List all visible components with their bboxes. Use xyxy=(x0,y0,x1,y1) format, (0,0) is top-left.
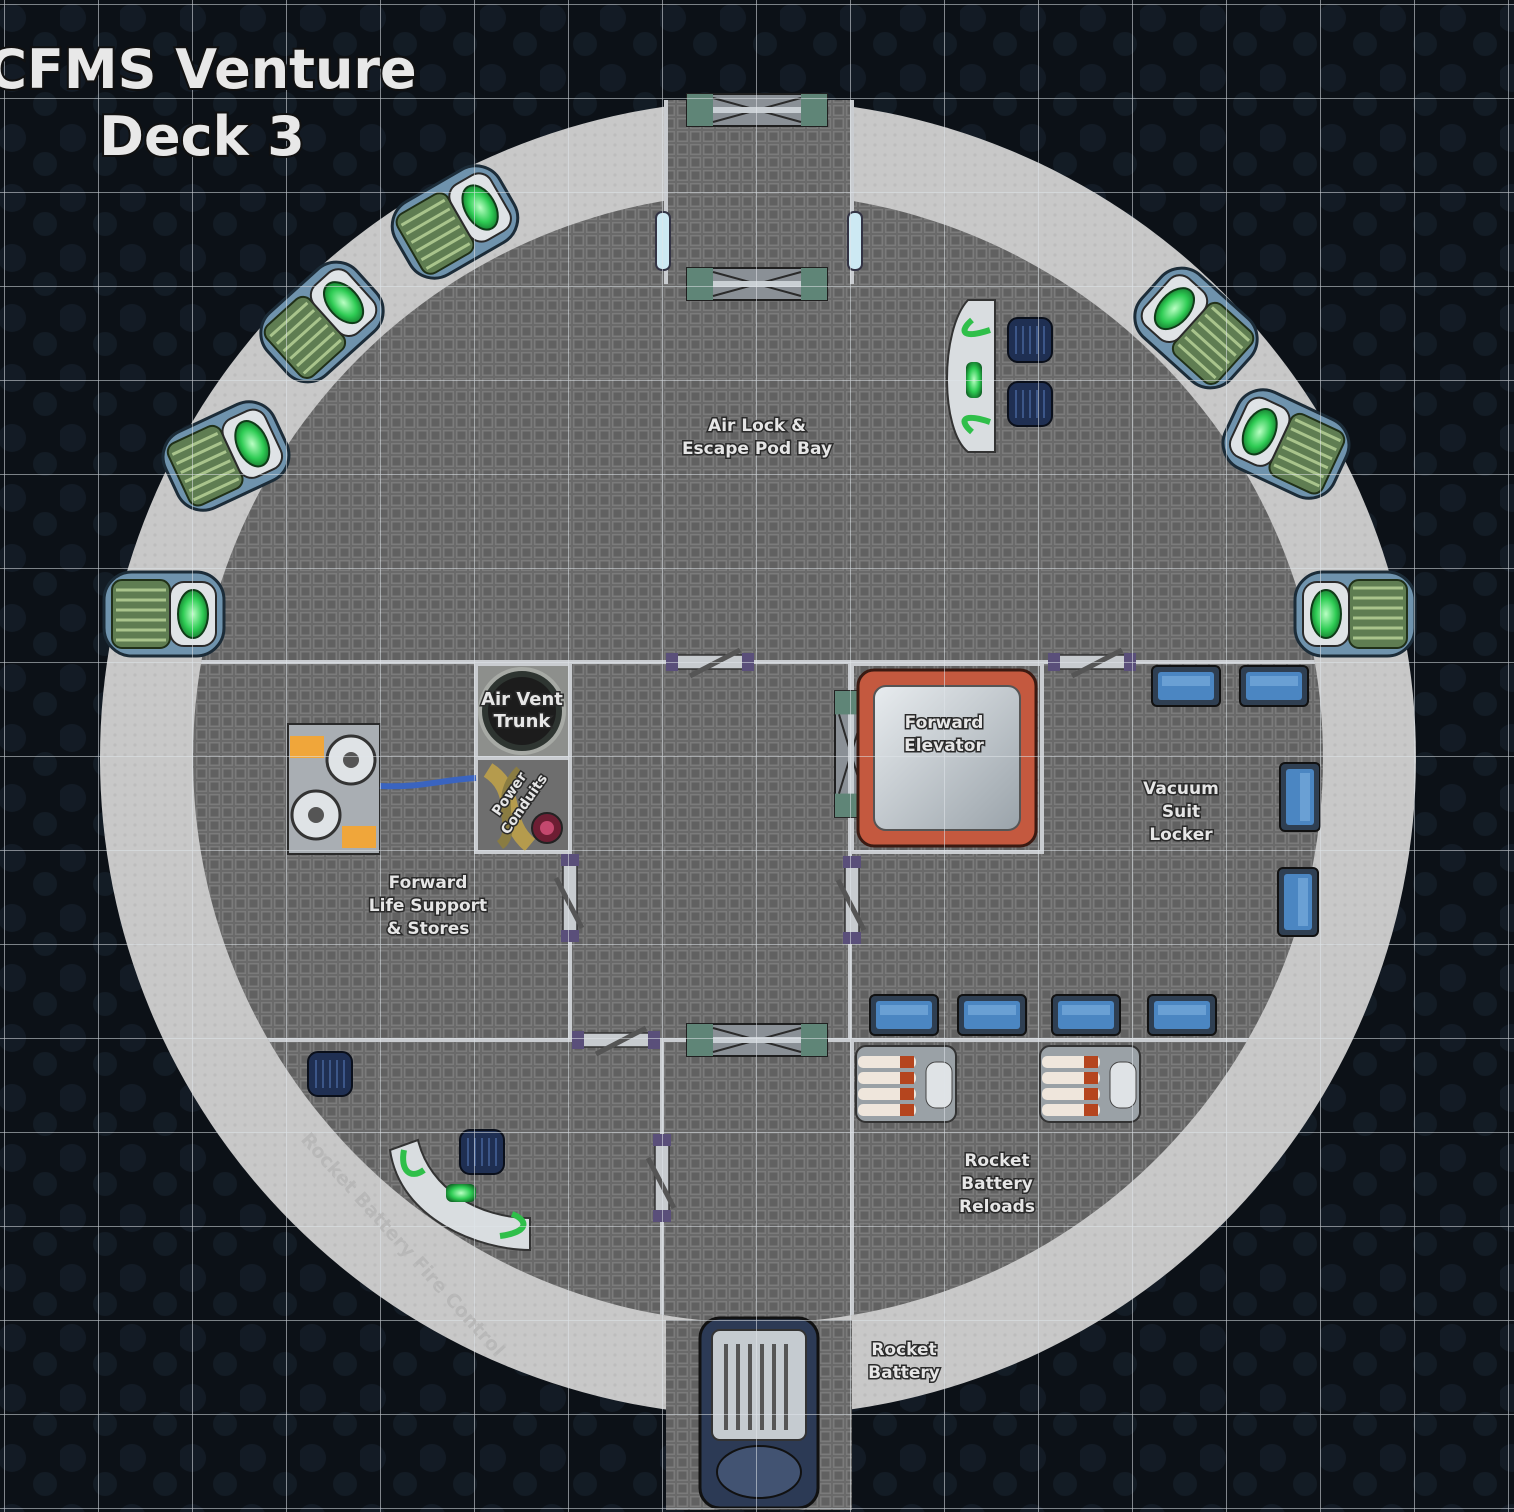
room-label: & Stores xyxy=(387,919,470,939)
locker-icon xyxy=(1239,665,1309,707)
locker-icon xyxy=(1151,665,1221,707)
locker-icon xyxy=(1051,994,1121,1036)
airlock-outer-door[interactable] xyxy=(686,93,828,127)
room-label: Vacuum xyxy=(1143,779,1219,799)
room-label: Locker xyxy=(1149,825,1213,845)
seat-icon xyxy=(459,1129,505,1175)
seat-icon xyxy=(1007,317,1053,363)
label-life-support: Forward Life Support & Stores xyxy=(367,872,488,941)
room-label: Elevator xyxy=(904,736,984,756)
label-air-vent-trunk: Air Vent Trunk xyxy=(480,688,565,734)
room-label: Air Lock & xyxy=(708,416,806,436)
corridor-door[interactable] xyxy=(686,1023,828,1057)
locker-icon xyxy=(869,994,939,1036)
label-forward-elevator: Forward Elevator xyxy=(903,712,986,758)
label-rocket-battery: Rocket Battery xyxy=(867,1339,942,1385)
room-label: Escape Pod Bay xyxy=(682,439,832,459)
room-label: Battery xyxy=(961,1174,1033,1194)
escape-pod-icon xyxy=(1293,570,1417,658)
map-title-line2: Deck 3 xyxy=(99,105,305,168)
locker-icon xyxy=(1277,867,1319,937)
room-label: Life Support xyxy=(369,896,487,916)
room-label: Reloads xyxy=(959,1197,1035,1217)
label-airlock: Air Lock & Escape Pod Bay xyxy=(680,415,833,461)
seat-icon xyxy=(1007,381,1053,427)
room-label: Battery xyxy=(868,1363,940,1383)
locker-icon xyxy=(1147,994,1217,1036)
seat-icon xyxy=(307,1051,353,1097)
locker-icon xyxy=(957,994,1027,1036)
room-label: Forward xyxy=(389,873,468,893)
room-label: Rocket xyxy=(964,1151,1029,1171)
room-label: Rocket xyxy=(871,1340,936,1360)
room-label: Forward xyxy=(905,713,984,733)
forward-elevator[interactable] xyxy=(856,668,1038,848)
escape-pod-icon xyxy=(102,570,226,658)
room-label: Suit xyxy=(1162,802,1200,822)
rocket-battery-launcher xyxy=(698,1316,820,1510)
locker-icon xyxy=(1279,762,1321,832)
room-label: Air Vent xyxy=(481,689,563,710)
label-vacuum-suit-locker: Vacuum Suit Locker xyxy=(1142,778,1221,847)
label-rocket-battery-reloads: Rocket Battery Reloads xyxy=(958,1150,1037,1219)
room-label: Trunk xyxy=(494,711,552,732)
map-title-line1: CFMS Venture xyxy=(0,38,417,101)
airlock-inner-door[interactable] xyxy=(686,267,828,301)
